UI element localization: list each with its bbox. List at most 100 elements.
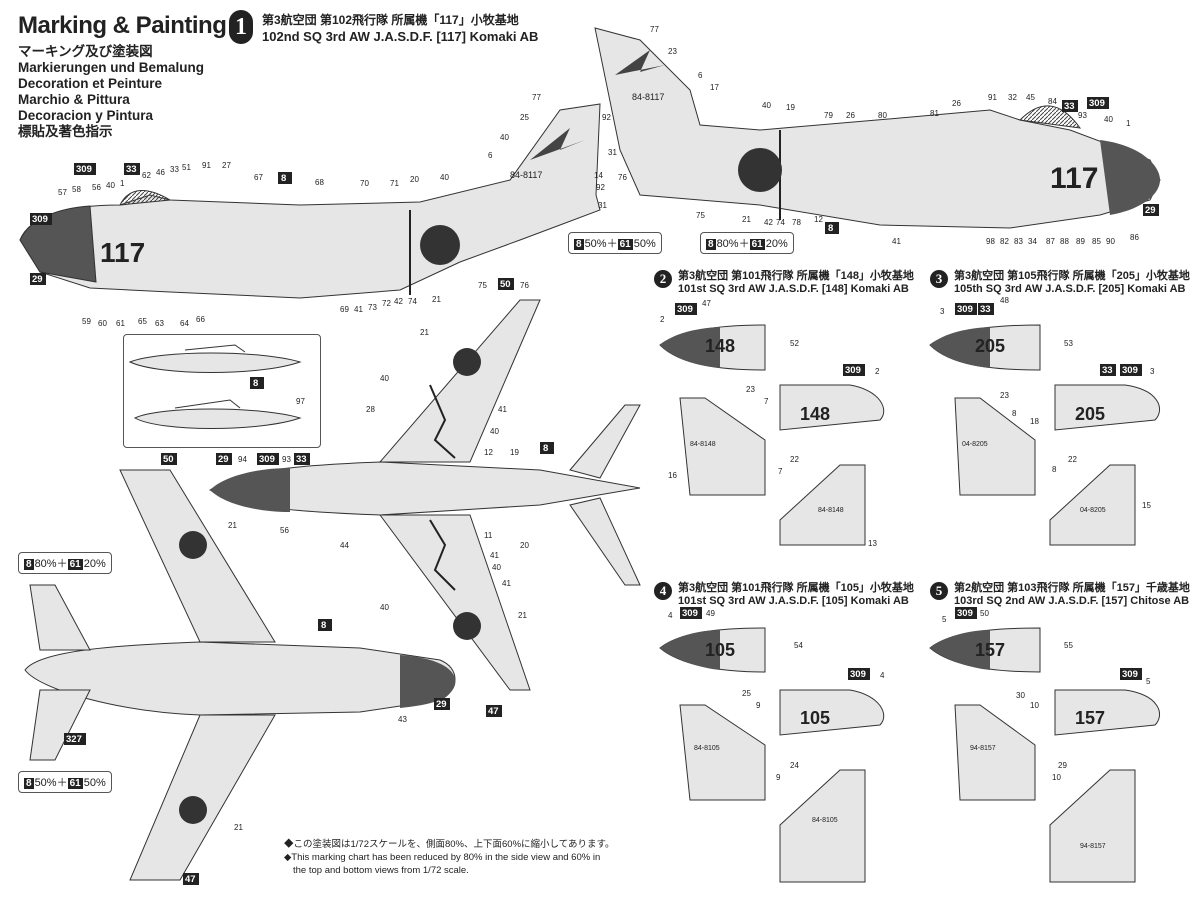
code-8: 8: [253, 378, 258, 389]
side-view-left: 117 84-8117: [19, 103, 601, 299]
svg-text:10: 10: [1030, 701, 1039, 710]
svg-text:77: 77: [532, 93, 541, 102]
scheme-3-title: 第3航空団 第105飛行隊 所属機「205」小牧基地 105th SQ 3rd …: [954, 270, 1190, 296]
svg-text:42: 42: [764, 218, 773, 227]
svg-text:48: 48: [1000, 296, 1009, 305]
color-code: 8: [706, 239, 716, 250]
scheme-2-title-jp: 第3航空団 第101飛行隊 所属機「148」小牧基地: [678, 270, 914, 282]
svg-text:41: 41: [498, 405, 507, 414]
svg-text:21: 21: [420, 328, 429, 337]
svg-text:76: 76: [618, 173, 627, 182]
svg-text:71: 71: [390, 179, 399, 188]
svg-text:11: 11: [484, 531, 493, 540]
svg-text:6: 6: [698, 71, 703, 80]
s5-code-right: 157: [1075, 708, 1105, 728]
code-8: 8: [281, 173, 286, 184]
scheme-4-title-jp: 第3航空団 第101飛行隊 所属機「105」小牧基地: [678, 582, 914, 594]
color-code: 61: [67, 559, 83, 570]
svg-text:41: 41: [490, 551, 499, 560]
svg-text:47: 47: [702, 299, 711, 308]
code-309: 309: [76, 164, 92, 175]
plus-sign: ＋: [738, 238, 750, 250]
svg-text:70: 70: [360, 179, 369, 188]
side-view-right: 117 84-8117: [594, 27, 1161, 229]
scheme-4-title-en: 101st SQ 3rd AW J.A.S.D.F. [105] Komaki …: [678, 595, 909, 607]
svg-text:24: 24: [790, 761, 799, 770]
svg-text:58: 58: [72, 185, 81, 194]
color-code-callouts: 8 8 8 8 8 29 29 29 29 33 33 33 47 47 50 …: [30, 97, 1159, 885]
svg-text:60: 60: [98, 319, 107, 328]
svg-text:92: 92: [602, 113, 611, 122]
s3-tail-right: 04-8205: [1080, 507, 1106, 514]
svg-text:45: 45: [1026, 93, 1035, 102]
svg-text:7: 7: [778, 467, 783, 476]
side-tail-number-large: 84-8117: [632, 92, 664, 102]
svg-text:41: 41: [892, 237, 901, 246]
scheme-1-title: 第3航空団 第102飛行隊 所属機「117」小牧基地 102nd SQ 3rd …: [262, 13, 539, 44]
lang-es: Decoracion y Pintura: [18, 108, 154, 123]
s5-code-left: 157: [975, 640, 1005, 660]
svg-text:93: 93: [1078, 111, 1087, 120]
scheme-4-views: 105 105 84-8105 84-8105: [659, 627, 885, 883]
language-titles: マーキング及び塗装図 Markierungen und Bemalung Dec…: [18, 44, 204, 140]
svg-text:40: 40: [380, 374, 389, 383]
svg-text:40: 40: [106, 181, 115, 190]
svg-text:8: 8: [1052, 465, 1057, 474]
svg-text:43: 43: [398, 715, 407, 724]
svg-text:40: 40: [1104, 115, 1113, 124]
svg-text:26: 26: [846, 111, 855, 120]
scheme-2-title: 第3航空団 第101飛行隊 所属機「148」小牧基地 101st SQ 3rd …: [678, 270, 914, 296]
svg-text:2: 2: [875, 367, 880, 376]
svg-text:4: 4: [880, 671, 885, 680]
scheme-1-title-en: 102nd SQ 3rd AW J.A.S.D.F. [117] Komaki …: [262, 29, 539, 44]
svg-text:56: 56: [280, 526, 289, 535]
svg-text:74: 74: [408, 297, 417, 306]
svg-text:13: 13: [868, 539, 877, 548]
svg-text:21: 21: [518, 611, 527, 620]
note-jp: ◆この塗装図は1/72スケールを、側面80%、上下面60%に縮小してあります。: [284, 839, 615, 850]
svg-text:92: 92: [596, 183, 605, 192]
side-code-117: 117: [100, 237, 145, 268]
scheme-3-number: 3: [930, 270, 948, 288]
svg-text:55: 55: [1064, 641, 1073, 650]
svg-text:78: 78: [792, 218, 801, 227]
svg-text:97: 97: [296, 397, 305, 406]
lang-de: Markierungen und Bemalung: [18, 60, 205, 75]
mix-percent: 80%: [34, 558, 57, 570]
note-en-1: ◆This marking chart has been reduced by …: [284, 852, 601, 863]
code-309: 309: [957, 608, 973, 619]
svg-text:77: 77: [650, 25, 659, 34]
s4-tail-right: 84-8105: [812, 817, 838, 824]
svg-text:61: 61: [116, 319, 125, 328]
mix-percent: 50%: [83, 777, 106, 789]
s4-tail-left: 84-8105: [694, 745, 720, 752]
svg-text:52: 52: [790, 339, 799, 348]
scheme-3-title-en: 105th SQ 3rd AW J.A.S.D.F. [205] Komaki …: [954, 283, 1186, 295]
svg-text:4: 4: [668, 611, 673, 620]
svg-text:6: 6: [488, 151, 493, 160]
svg-text:41: 41: [354, 305, 363, 314]
plus-sign: ＋: [56, 777, 68, 789]
svg-text:62: 62: [142, 171, 151, 180]
code-33: 33: [980, 304, 991, 315]
svg-text:57: 57: [58, 188, 67, 197]
svg-text:23: 23: [746, 385, 755, 394]
mix-percent: 80%: [716, 238, 739, 250]
svg-text:76: 76: [520, 281, 529, 290]
svg-text:89: 89: [1076, 237, 1085, 246]
svg-text:9: 9: [756, 701, 761, 710]
scheme-2-views: 148 148 84-8148 84-8148: [659, 324, 885, 546]
svg-text:81: 81: [930, 109, 939, 118]
color-code: 61: [749, 239, 765, 250]
svg-text:1: 1: [1126, 119, 1131, 128]
scheme-1-title-jp: 第3航空団 第102飛行隊 所属機「117」小牧基地: [262, 13, 519, 27]
s4-code-right: 105: [800, 708, 830, 728]
code-309: 309: [1122, 365, 1138, 376]
svg-text:8: 8: [1012, 409, 1017, 418]
scheme-2-title-en: 101st SQ 3rd AW J.A.S.D.F. [148] Komaki …: [678, 283, 909, 295]
side-tail-number: 84-8117: [510, 170, 542, 180]
bottom-view: [24, 469, 456, 881]
svg-text:32: 32: [1008, 93, 1017, 102]
